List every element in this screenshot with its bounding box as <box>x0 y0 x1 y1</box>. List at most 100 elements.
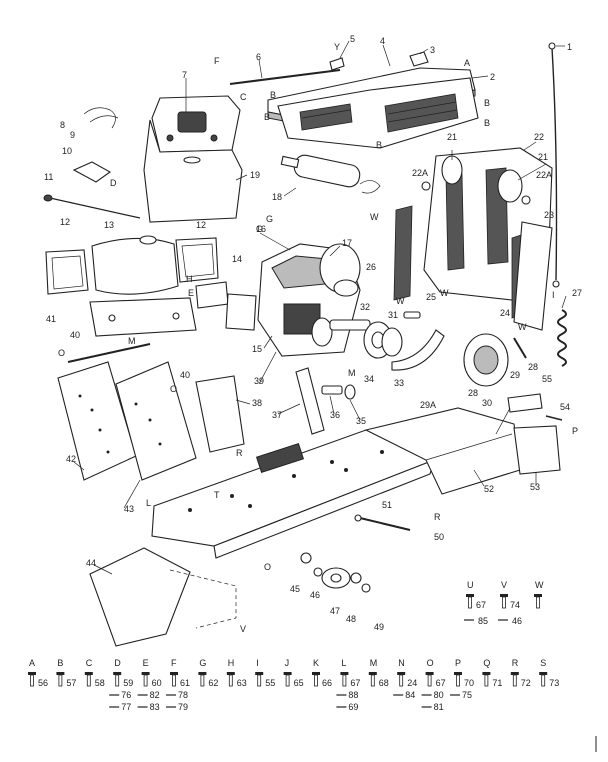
callout-2: 2 <box>490 72 495 82</box>
hardware-number: 59 <box>123 678 133 688</box>
hardware-item: K66 <box>312 658 332 688</box>
callout-35: 35 <box>356 416 366 426</box>
hardware-number: 72 <box>521 678 531 688</box>
hardware-sub-number: 84 <box>405 690 415 700</box>
callout-17: 17 <box>342 238 352 248</box>
hardware-number: 57 <box>66 678 76 688</box>
ref-V: V <box>240 624 246 634</box>
ref-M-2: M <box>348 368 356 378</box>
bolt-shank-icon <box>536 596 540 609</box>
hardware-letter: H <box>228 658 235 668</box>
callout-37: 37 <box>272 410 282 420</box>
callout-22: 22 <box>534 132 544 142</box>
callout-19: 19 <box>250 170 260 180</box>
ref-L: L <box>146 498 151 508</box>
hardware-sub-number: 76 <box>121 690 131 700</box>
callout-43: 43 <box>124 504 134 514</box>
hardware-letter: N <box>398 658 405 668</box>
ref-O-2: O <box>170 384 177 394</box>
engine-bracket <box>195 281 257 331</box>
bolt-shank-icon <box>86 674 91 687</box>
leader-lines <box>73 40 567 575</box>
long-bolt <box>354 514 411 531</box>
hardware-number: 63 <box>237 678 247 688</box>
hardware-number: 56 <box>38 678 48 688</box>
ref-B-1: B <box>270 90 276 100</box>
rear-bracket <box>507 393 543 413</box>
ref-B-2: B <box>264 112 270 122</box>
hardware-sub-number: 77 <box>121 702 131 712</box>
bolt-shank-icon <box>484 674 489 687</box>
washer-22a-left <box>421 181 431 191</box>
callout-44: 44 <box>86 558 96 568</box>
pulley-assembly <box>329 319 403 359</box>
hardware-sub-number: 81 <box>434 702 444 712</box>
hardware-sub-number: 88 <box>348 690 358 700</box>
hardware-letter: C <box>86 658 93 668</box>
bolt-shank-icon <box>30 674 34 687</box>
hardware-number: 70 <box>464 678 474 688</box>
callout-50: 50 <box>434 532 444 542</box>
throttle-controls <box>43 107 141 219</box>
hardware-sub-number: 79 <box>178 702 188 712</box>
bolt-shank-icon <box>115 674 120 687</box>
hardware-item: C58 <box>84 658 105 688</box>
hardware-letter: B <box>57 658 63 668</box>
ref-C: C <box>240 92 247 102</box>
callout-8: 8 <box>60 120 65 130</box>
callout-5: 5 <box>350 34 355 44</box>
callout-33: 33 <box>394 378 404 388</box>
callout-52: 52 <box>484 484 494 494</box>
bolt-head-icon <box>28 672 36 675</box>
bolt-head-icon <box>255 672 264 675</box>
rear-plate <box>513 425 561 475</box>
ref-W-3: W <box>440 288 449 298</box>
ref-G-1: G <box>266 214 273 224</box>
pin <box>403 311 421 319</box>
hardware-number: 73 <box>549 678 559 688</box>
callout-53: 53 <box>530 482 540 492</box>
callout-39: 39 <box>254 376 264 386</box>
mount-plate <box>89 297 197 337</box>
hardware-number: 60 <box>152 678 162 688</box>
side-panel-right <box>513 221 553 331</box>
callout-27: 27 <box>572 288 582 298</box>
shift-lever <box>513 337 527 359</box>
callout-51: 51 <box>382 500 392 510</box>
callout-28b: 28 <box>468 388 478 398</box>
hardware-letter-refs: A B B B B B C D E F G G H I L M M O O O … <box>58 42 578 634</box>
ref-O-3: O <box>264 562 271 572</box>
ref-H: H <box>186 274 193 284</box>
bolt-head-icon <box>500 594 508 597</box>
hardware-item: S73 <box>539 658 559 688</box>
callout-4: 4 <box>380 36 385 46</box>
hardware-letter: G <box>199 658 206 668</box>
bolt-head-icon <box>340 672 349 675</box>
bolt-shank-icon <box>427 674 432 687</box>
callout-46: 46 <box>310 590 320 600</box>
callout-25: 25 <box>426 292 436 302</box>
hardware-number: 67 <box>476 600 486 610</box>
ref-T: T <box>214 490 220 500</box>
hardware-letter: P <box>455 658 461 668</box>
headlight-right <box>175 237 219 283</box>
hardware-letter: I <box>256 658 259 668</box>
bolt-shank-icon <box>58 674 63 687</box>
hardware-item: I55 <box>255 658 275 688</box>
hardware-sub-number: 83 <box>150 702 160 712</box>
hardware-item: M68 <box>368 658 389 688</box>
hardware-letter: W <box>535 580 544 590</box>
bolt-head-icon <box>56 672 65 675</box>
callout-30: 30 <box>482 398 492 408</box>
hardware-letter: O <box>427 658 434 668</box>
bolt-head-icon <box>170 672 178 675</box>
bolt-head-icon <box>283 672 292 675</box>
hardware-number: 62 <box>208 678 218 688</box>
callout-40a: 40 <box>70 330 80 340</box>
hardware-sub-number: 46 <box>512 616 522 626</box>
hardware-item: Q71 <box>482 658 502 688</box>
